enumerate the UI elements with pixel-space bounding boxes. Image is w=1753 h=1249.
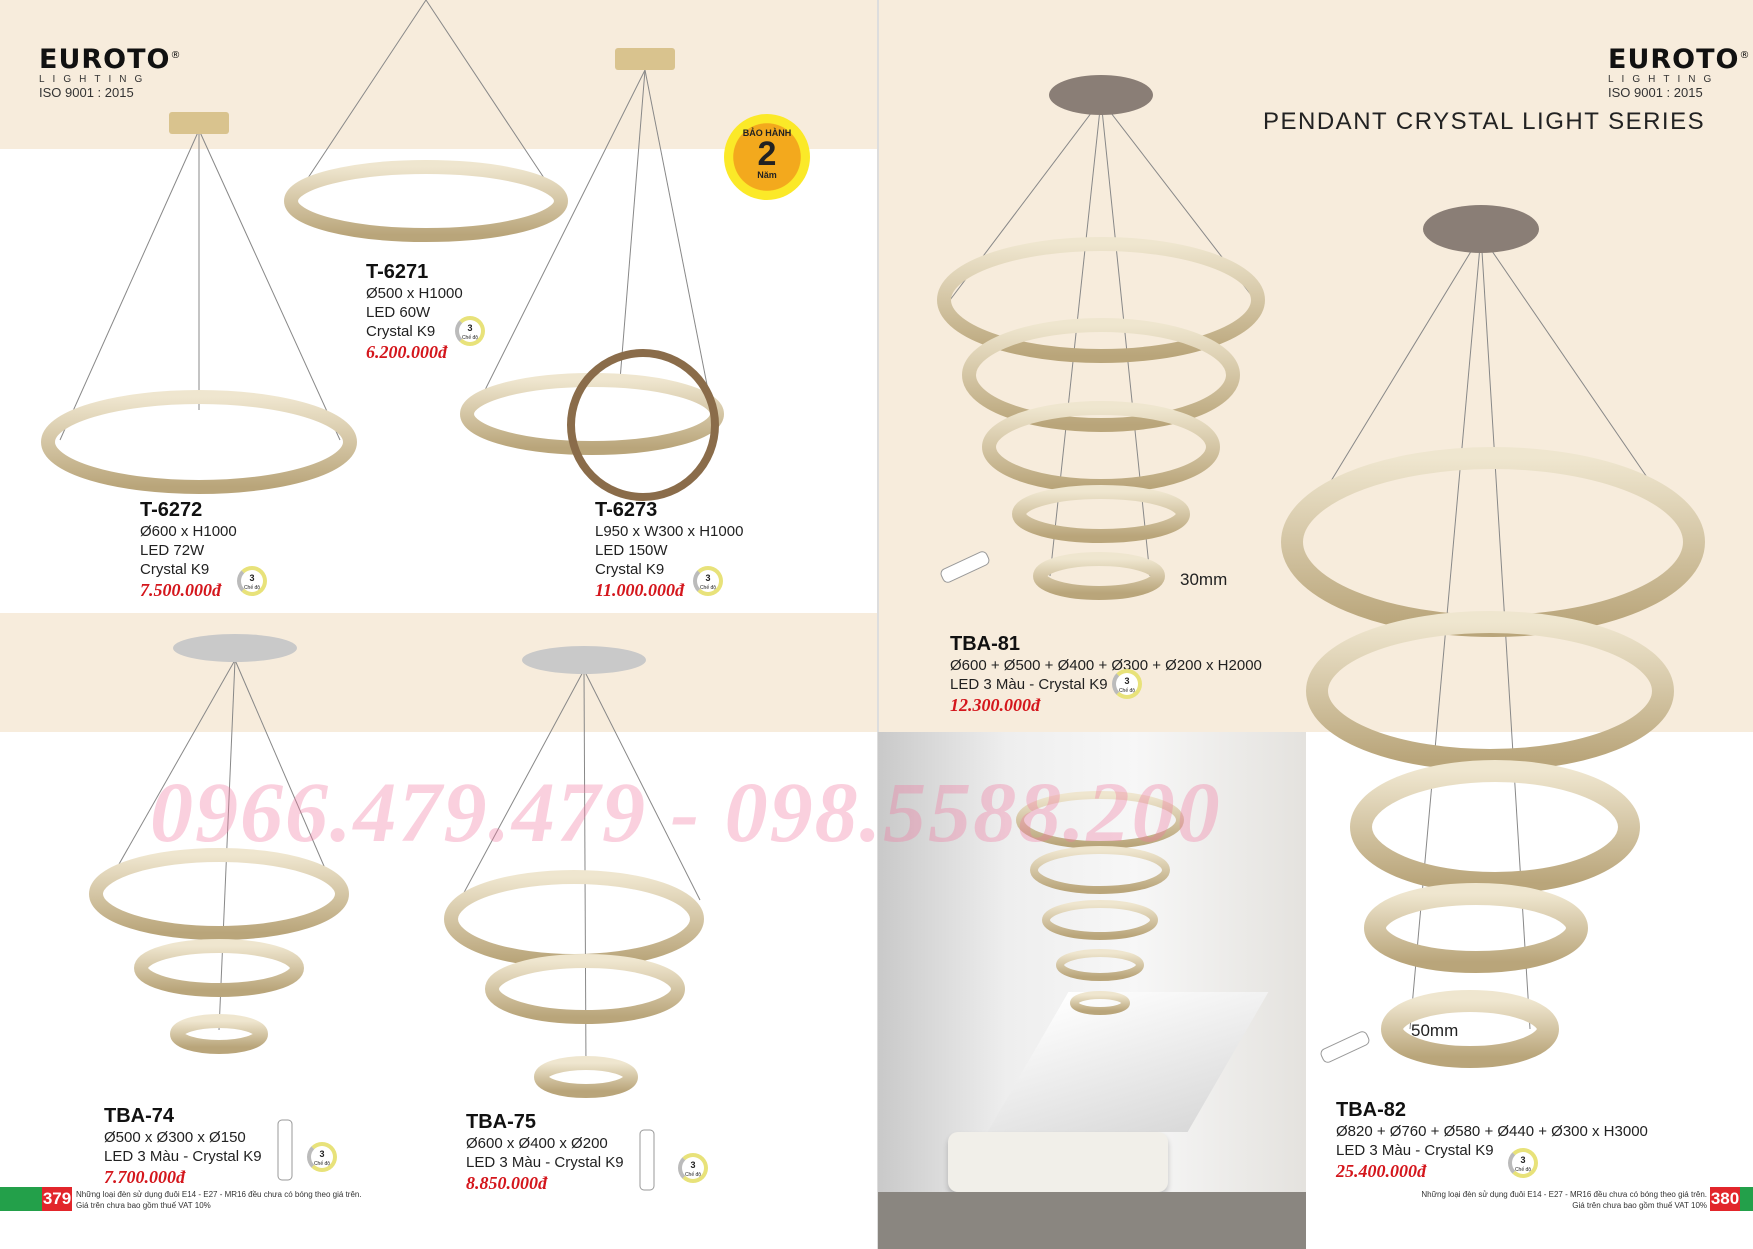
footer-note-left: Những loại đèn sử dụng đuôi E14 - E27 - … <box>76 1190 362 1210</box>
brand-logo-left: EUROTO® LIGHTING ISO 9001 : 2015 <box>39 44 182 100</box>
phone-watermark: 0966.479.479 - 098.5588.200 <box>150 764 1222 860</box>
warranty-badge: BẢO HÀNH 2 Năm <box>724 114 810 200</box>
footer-note-right: Những loại đèn sử dụng đuôi E14 - E27 - … <box>1421 1190 1707 1210</box>
interior-photo <box>878 732 1306 1249</box>
canopies <box>169 48 1539 674</box>
page-number-left: 379 <box>42 1187 72 1211</box>
brand-logo-right: EUROTO® LIGHTING ISO 9001 : 2015 <box>1608 44 1751 100</box>
ring-thickness-tba81: 30mm <box>1180 570 1228 589</box>
left-middle-band <box>0 613 878 732</box>
footer-green-bar-left <box>0 1187 42 1211</box>
page-divider <box>877 0 879 1249</box>
ring-thickness-tba82: 50mm <box>1411 1021 1459 1040</box>
series-title: PENDANT CRYSTAL LIGHT SERIES <box>1263 108 1706 135</box>
photo-sofa <box>948 1132 1168 1192</box>
footer-green-bar-right <box>1740 1187 1753 1211</box>
left-top-band <box>0 0 878 149</box>
suspension-wires <box>59 0 1691 1071</box>
page-number-right: 380 <box>1710 1187 1740 1211</box>
photo-floor <box>878 1192 1306 1249</box>
crystal-rings <box>41 160 1705 1098</box>
remote-controls <box>277 551 1370 1191</box>
